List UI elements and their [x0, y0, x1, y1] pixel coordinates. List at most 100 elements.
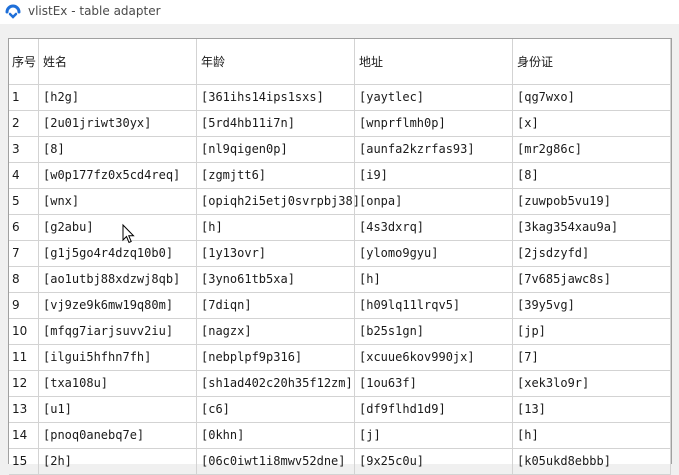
row-index[interactable]: 8	[9, 267, 39, 293]
address-cell[interactable]: [4s3dxrq]	[355, 215, 513, 241]
mouse-cursor-icon	[122, 223, 135, 244]
address-cell[interactable]: [yaytlec]	[355, 85, 513, 111]
name-cell[interactable]: [g2abu]	[39, 215, 197, 241]
table-row[interactable]: 5[wnx][opiqh2i5etj0svrpbj38][onpa][zuwpo…	[9, 189, 671, 215]
age-cell[interactable]: [0khn]	[197, 423, 355, 449]
id-card-cell[interactable]: [zuwpob5vu19]	[513, 189, 671, 215]
window-title: vlistEx - table adapter	[28, 4, 161, 18]
id-card-cell[interactable]: [7v685jawc8s]	[513, 267, 671, 293]
row-index[interactable]: 5	[9, 189, 39, 215]
table-row[interactable]: 14[pnoq0anebq7e][0khn][j][h]	[9, 423, 671, 449]
row-index[interactable]: 15	[9, 449, 39, 475]
id-card-cell[interactable]: [h]	[513, 423, 671, 449]
id-card-cell[interactable]: [8]	[513, 163, 671, 189]
table-row[interactable]: 4[w0p177fz0x5cd4req][zgmjtt6][i9][8]	[9, 163, 671, 189]
id-card-cell[interactable]: [2jsdzyfd]	[513, 241, 671, 267]
row-index[interactable]: 6	[9, 215, 39, 241]
table-row[interactable]: 9[vj9ze9k6mw19q80m][7diqn][h09lq11lrqv5]…	[9, 293, 671, 319]
address-cell[interactable]: [xcuue6kov990jx]	[355, 345, 513, 371]
age-cell[interactable]: [nebplpf9p316]	[197, 345, 355, 371]
address-cell[interactable]: [9x25c0u]	[355, 449, 513, 475]
id-card-cell[interactable]: [13]	[513, 397, 671, 423]
id-card-cell[interactable]: [xek3lo9r]	[513, 371, 671, 397]
column-header-index[interactable]: 序号	[9, 39, 39, 85]
row-index[interactable]: 3	[9, 137, 39, 163]
age-cell[interactable]: [1y13ovr]	[197, 241, 355, 267]
age-cell[interactable]: [06c0iwt1i8mwv52dne]	[197, 449, 355, 475]
address-cell[interactable]: [b25s1gn]	[355, 319, 513, 345]
row-index[interactable]: 11	[9, 345, 39, 371]
name-cell[interactable]: [2u01jriwt30yx]	[39, 111, 197, 137]
row-index[interactable]: 10	[9, 319, 39, 345]
address-cell[interactable]: [1ou63f]	[355, 371, 513, 397]
name-cell[interactable]: [8]	[39, 137, 197, 163]
table-row[interactable]: 3[8][nl9qigen0p][aunfa2kzrfas93][mr2g86c…	[9, 137, 671, 163]
table-row[interactable]: 1[h2g][361ihs14ips1sxs][yaytlec][qg7wxo]	[9, 85, 671, 111]
age-cell[interactable]: [nl9qigen0p]	[197, 137, 355, 163]
age-cell[interactable]: [opiqh2i5etj0svrpbj38]	[197, 189, 360, 215]
id-card-cell[interactable]: [qg7wxo]	[513, 85, 671, 111]
name-cell[interactable]: [2h]	[39, 449, 197, 475]
name-cell[interactable]: [g1j5go4r4dzq10b0]	[39, 241, 197, 267]
table-view[interactable]: 序号 姓名 年龄 地址 身份证 1[h2g][361ihs14ips1sxs][…	[8, 38, 672, 475]
name-cell[interactable]: [w0p177fz0x5cd4req]	[39, 163, 197, 189]
id-card-cell[interactable]: [mr2g86c]	[513, 137, 671, 163]
age-cell[interactable]: [nagzx]	[197, 319, 355, 345]
row-index[interactable]: 13	[9, 397, 39, 423]
table-row[interactable]: 11[ilgui5hfhn7fh][nebplpf9p316][xcuue6ko…	[9, 345, 671, 371]
column-header-id-card[interactable]: 身份证	[513, 39, 671, 85]
age-cell[interactable]: [c6]	[197, 397, 355, 423]
name-cell[interactable]: [h2g]	[39, 85, 197, 111]
row-index[interactable]: 12	[9, 371, 39, 397]
table-row[interactable]: 12[txa108u][sh1ad402c20h35f12zm][1ou63f]…	[9, 371, 671, 397]
address-cell[interactable]: [j]	[355, 423, 513, 449]
address-cell[interactable]: [aunfa2kzrfas93]	[355, 137, 513, 163]
age-cell[interactable]: [h]	[197, 215, 355, 241]
address-cell[interactable]: [ylomo9gyu]	[355, 241, 513, 267]
address-cell[interactable]: [df9flhd1d9]	[355, 397, 513, 423]
address-cell[interactable]: [onpa]	[355, 189, 513, 215]
id-card-cell[interactable]: [7]	[513, 345, 671, 371]
table-row[interactable]: 2[2u01jriwt30yx][5rd4hb11i7n][wnprflmh0p…	[9, 111, 671, 137]
row-index[interactable]: 9	[9, 293, 39, 319]
age-cell[interactable]: [5rd4hb11i7n]	[197, 111, 355, 137]
name-cell[interactable]: [txa108u]	[39, 371, 197, 397]
row-index[interactable]: 4	[9, 163, 39, 189]
table-row[interactable]: 8[ao1utbj88xdzwj8qb][3yno61tb5xa][h][7v6…	[9, 267, 671, 293]
row-index[interactable]: 2	[9, 111, 39, 137]
id-card-cell[interactable]: [jp]	[513, 319, 671, 345]
id-card-cell[interactable]: [3kag354xau9a]	[513, 215, 671, 241]
id-card-cell[interactable]: [39y5vg]	[513, 293, 671, 319]
id-card-cell[interactable]: [x]	[513, 111, 671, 137]
column-header-name[interactable]: 姓名	[39, 39, 197, 85]
table-row[interactable]: 6[g2abu][h][4s3dxrq][3kag354xau9a]	[9, 215, 671, 241]
address-cell[interactable]: [wnprflmh0p]	[355, 111, 513, 137]
row-index[interactable]: 14	[9, 423, 39, 449]
address-cell[interactable]: [i9]	[355, 163, 513, 189]
column-header-age[interactable]: 年龄	[197, 39, 355, 85]
name-cell[interactable]: [wnx]	[39, 189, 197, 215]
row-index[interactable]: 1	[9, 85, 39, 111]
address-cell[interactable]: [h09lq11lrqv5]	[355, 293, 513, 319]
name-cell[interactable]: [mfqg7iarjsuvv2iu]	[39, 319, 197, 345]
name-cell[interactable]: [u1]	[39, 397, 197, 423]
table-row[interactable]: 10[mfqg7iarjsuvv2iu][nagzx][b25s1gn][jp]	[9, 319, 671, 345]
name-cell[interactable]: [pnoq0anebq7e]	[39, 423, 197, 449]
name-cell[interactable]: [ilgui5hfhn7fh]	[39, 345, 197, 371]
address-cell[interactable]: [h]	[355, 267, 513, 293]
age-cell[interactable]: [361ihs14ips1sxs]	[197, 85, 355, 111]
age-cell[interactable]: [zgmjtt6]	[197, 163, 355, 189]
id-card-cell[interactable]: [k05ukd8ebbb]	[513, 449, 671, 475]
age-cell[interactable]: [sh1ad402c20h35f12zm]	[197, 371, 355, 397]
age-cell[interactable]: [7diqn]	[197, 293, 355, 319]
table-row[interactable]: 13[u1][c6][df9flhd1d9][13]	[9, 397, 671, 423]
age-cell[interactable]: [3yno61tb5xa]	[197, 267, 355, 293]
table-row[interactable]: 15[2h][06c0iwt1i8mwv52dne][9x25c0u][k05u…	[9, 449, 671, 475]
row-index[interactable]: 7	[9, 241, 39, 267]
column-header-address[interactable]: 地址	[355, 39, 513, 85]
table-header: 序号 姓名 年龄 地址 身份证	[9, 39, 671, 85]
name-cell[interactable]: [vj9ze9k6mw19q80m]	[39, 293, 197, 319]
title-bar: vlistEx - table adapter	[0, 0, 679, 24]
name-cell[interactable]: [ao1utbj88xdzwj8qb]	[39, 267, 197, 293]
table-row[interactable]: 7[g1j5go4r4dzq10b0][1y13ovr][ylomo9gyu][…	[9, 241, 671, 267]
